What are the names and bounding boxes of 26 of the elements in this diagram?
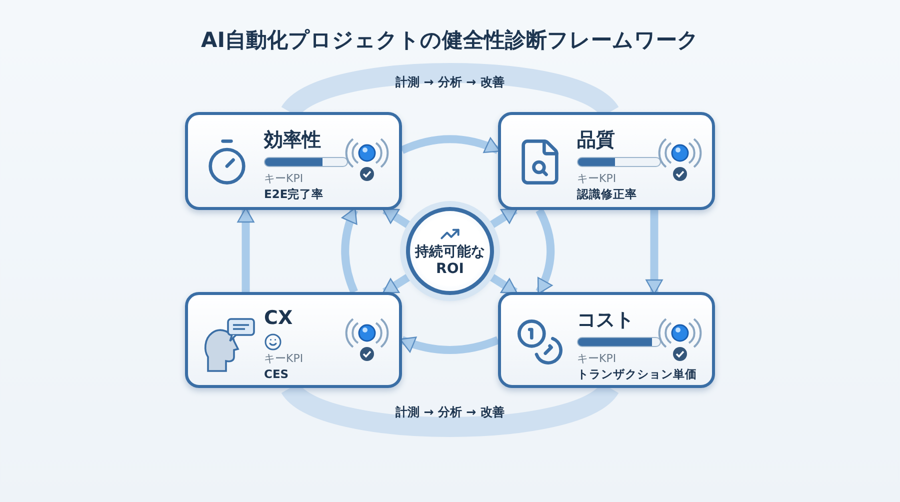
arrow	[341, 208, 358, 294]
arrow	[400, 135, 500, 154]
kpi-card	[498, 292, 715, 388]
kpi-card	[498, 112, 715, 210]
card-heading: 効率性	[264, 128, 321, 153]
arrow	[646, 210, 663, 295]
kpi-value: E2E完了率	[264, 187, 324, 202]
kpi-caption: キーKPI	[577, 171, 616, 186]
center-label: 持続可能なROI	[414, 244, 486, 278]
arrow	[237, 207, 254, 292]
kpi-caption: キーKPI	[264, 171, 304, 186]
cycle-label: 計測 → 分析 → 改善	[396, 404, 504, 421]
kpi-value: 認識修正率	[577, 187, 637, 202]
kpi-value: CES	[264, 367, 289, 381]
kpi-card	[185, 112, 402, 210]
cycle-label: 計測 → 分析 → 改善	[396, 74, 504, 91]
kpi-caption: キーKPI	[577, 351, 616, 366]
arrow	[400, 336, 500, 354]
card-heading: コスト	[577, 308, 634, 333]
diagram-title: AI自動化プロジェクトの健全性診断フレームワーク	[200, 27, 700, 54]
kpi-value: トランザクション単価	[577, 367, 697, 382]
kpi-card	[185, 292, 402, 388]
kpi-caption: キーKPI	[264, 351, 304, 366]
card-heading: 品質	[577, 128, 615, 153]
card-heading: CX	[264, 307, 293, 329]
arrow	[536, 208, 555, 294]
